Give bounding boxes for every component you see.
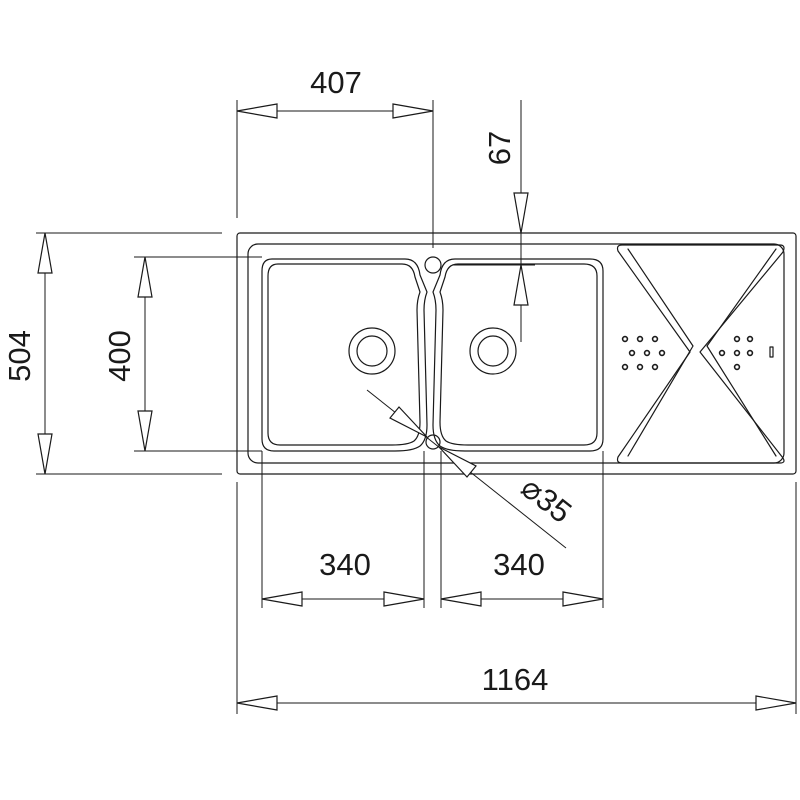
arrowhead	[236, 695, 278, 711]
overflow-hole	[425, 434, 441, 450]
dimension-diameter-35: ⌀35	[366, 389, 578, 549]
dimension-504: 504	[2, 232, 222, 475]
left-drain-outer	[348, 327, 396, 375]
dimension-340-right: 340	[440, 451, 604, 608]
drain-hole	[621, 335, 629, 343]
arrowhead	[137, 410, 153, 452]
dimension-67: 67	[452, 100, 535, 342]
dimension-407: 407	[236, 65, 434, 248]
dimension-label-504: 504	[2, 330, 37, 382]
arrowhead	[383, 591, 425, 607]
dimension-label-67: 67	[482, 131, 517, 165]
arrowhead	[562, 591, 604, 607]
dimension-1164: 1164	[236, 482, 797, 714]
right-drain-outer	[469, 327, 517, 375]
drainer-holes-right	[718, 335, 774, 371]
drain-hole	[636, 335, 644, 343]
drainer-outer	[616, 244, 785, 464]
arrowhead	[389, 406, 428, 438]
sink-outer-frame	[236, 232, 797, 475]
drain-hole	[658, 349, 666, 357]
drain-hole	[746, 335, 754, 343]
arrowhead	[261, 591, 303, 607]
sink-inner-rim	[247, 243, 785, 464]
drain-hole	[733, 349, 741, 357]
left-bowl-outer	[261, 258, 428, 452]
dimension-label-407: 407	[310, 65, 362, 100]
arrowhead	[137, 256, 153, 298]
right-bowl-outer	[432, 258, 604, 452]
drainer-right-groove	[706, 248, 777, 457]
drain-hole	[651, 363, 659, 371]
left-bowl	[261, 258, 428, 452]
drain-hole	[621, 363, 629, 371]
arrowhead	[755, 695, 797, 711]
arrowhead	[37, 232, 53, 274]
arrowhead	[392, 103, 434, 119]
drain-hole	[643, 349, 651, 357]
right-bowl	[432, 258, 604, 452]
arrowhead	[438, 446, 477, 478]
dimension-label-diameter-35: ⌀35	[515, 470, 578, 530]
drain-hole	[746, 349, 754, 357]
arrowhead	[513, 264, 529, 306]
dimension-label-340-left: 340	[319, 547, 371, 582]
drain-hole	[733, 335, 741, 343]
drainer-left-groove	[627, 248, 694, 457]
drainer-holes-left	[621, 335, 666, 371]
drain-hole	[628, 349, 636, 357]
left-drain-inner	[356, 335, 388, 367]
dimension-label-400: 400	[102, 330, 137, 382]
dimension-label-340-right: 340	[493, 547, 545, 582]
drainer-area	[616, 244, 785, 464]
dimension-340-left: 340	[261, 451, 425, 608]
arrowhead	[513, 192, 529, 234]
sink-outline	[236, 232, 797, 475]
dimension-label-1164: 1164	[482, 662, 549, 697]
arrowhead	[440, 591, 482, 607]
arrowhead	[236, 103, 278, 119]
drain-hole	[651, 335, 659, 343]
drain-hole	[636, 363, 644, 371]
left-bowl-inner	[267, 263, 421, 446]
dimension-400: 400	[102, 256, 262, 452]
drain-hole	[733, 363, 741, 371]
arrowhead	[37, 433, 53, 475]
right-drain-inner	[477, 335, 509, 367]
tap-hole	[424, 256, 442, 274]
drainer-slot	[769, 346, 774, 358]
drain-hole	[718, 349, 726, 357]
right-bowl-inner	[439, 263, 598, 446]
